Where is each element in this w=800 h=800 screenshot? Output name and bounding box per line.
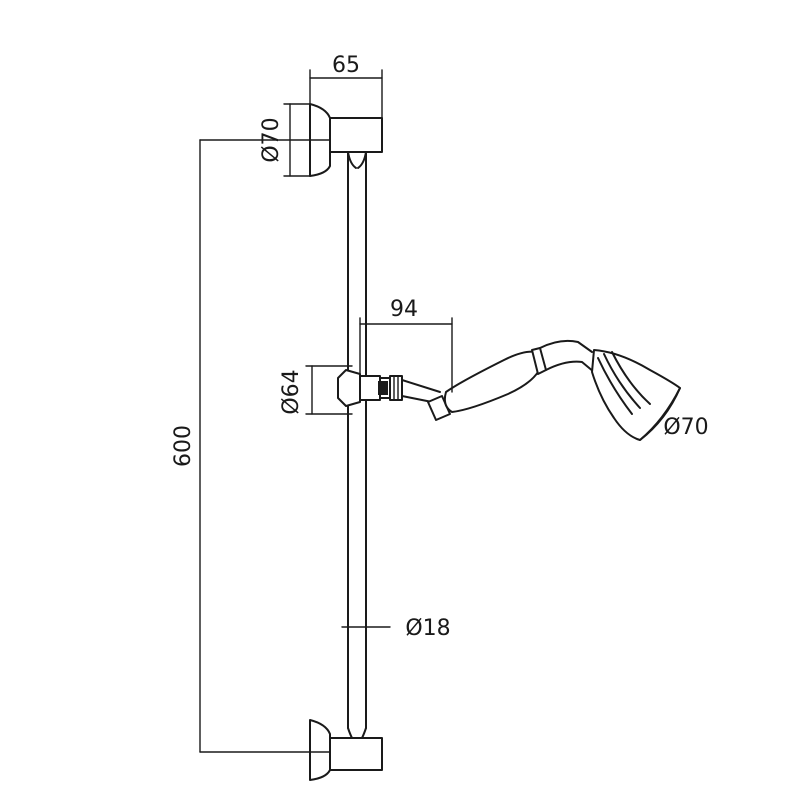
dimension-head-diameter: Ø70 [663, 415, 708, 440]
dimension-slider-offset: 94 [359, 297, 453, 393]
dimension-bracket-width: 65 [309, 53, 383, 119]
dimension-total-height: 600 [171, 139, 331, 753]
dimension-label-94: 94 [390, 297, 418, 322]
dimension-rail-diameter: Ø18 [341, 613, 451, 641]
bottom-wall-bracket [309, 719, 383, 781]
dimension-label-600: 600 [171, 425, 196, 467]
dimension-label-slider-diameter: Ø64 [279, 369, 304, 414]
dimension-label-65: 65 [332, 53, 360, 78]
dimension-label-head-diameter: Ø70 [663, 415, 708, 440]
hand-shower [427, 339, 681, 441]
slider-holder [337, 369, 441, 407]
dimension-slider-diameter: Ø64 [279, 365, 353, 415]
dimension-label-rail-diameter: Ø18 [405, 616, 450, 641]
vertical-rail [347, 151, 367, 729]
